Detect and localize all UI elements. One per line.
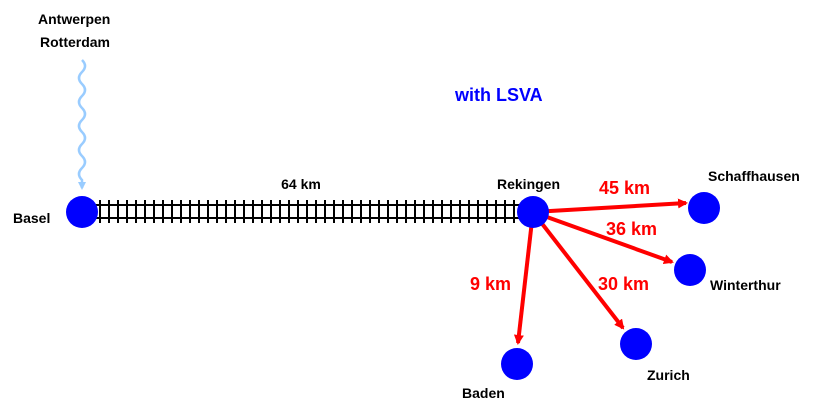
arrow-to-zurich <box>531 210 625 330</box>
node-baden <box>501 348 533 380</box>
city-label-basel: Basel <box>13 210 50 226</box>
city-label-rekingen: Rekingen <box>497 176 560 192</box>
node-rekingen <box>517 196 549 228</box>
node-zurich <box>620 328 652 360</box>
distance-label-baden: 9 km <box>470 274 511 294</box>
node-schaffhausen <box>688 192 720 224</box>
arrow-to-winterthur <box>532 210 674 264</box>
port-label-antwerpen: Antwerpen <box>38 11 110 27</box>
node-basel <box>66 196 98 228</box>
shipping-route-wavy-line <box>77 59 87 190</box>
distance-label-schaffhausen: 45 km <box>599 178 650 198</box>
city-label-zurich: Zurich <box>647 367 690 383</box>
distance-label-zurich: 30 km <box>598 274 649 294</box>
node-winterthur <box>674 254 706 286</box>
port-label-rotterdam: Rotterdam <box>40 34 110 50</box>
rail-distance-label: 64 km <box>281 176 321 192</box>
diagram-title: with LSVA <box>454 85 543 105</box>
city-label-winterthur: Winterthur <box>710 277 781 293</box>
city-label-schaffhausen: Schaffhausen <box>708 168 800 184</box>
distance-label-winterthur: 36 km <box>606 219 657 239</box>
arrow-to-schaffhausen <box>532 198 688 214</box>
arrow-to-baden <box>513 211 535 345</box>
city-label-baden: Baden <box>462 385 505 401</box>
railway-track <box>82 200 532 223</box>
